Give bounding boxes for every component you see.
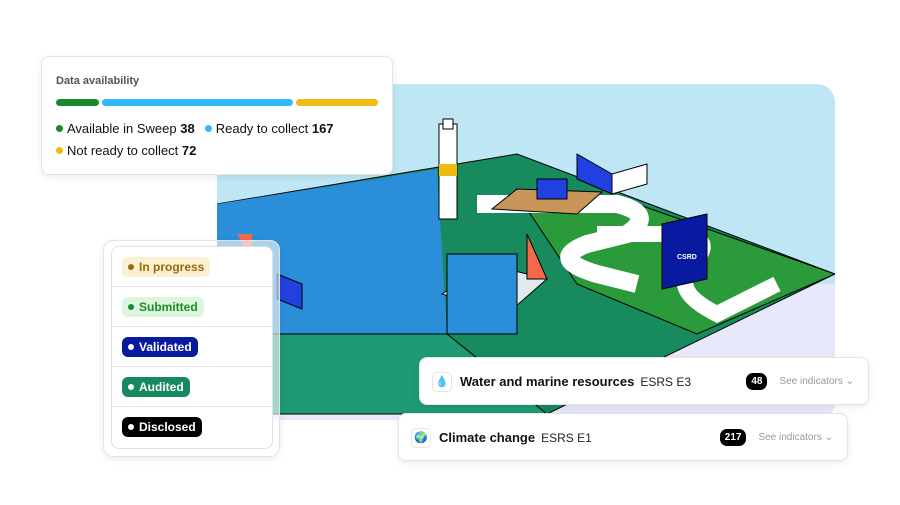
- legend-item: Not ready to collect 72: [56, 143, 196, 158]
- legend-dot: [56, 147, 63, 154]
- legend-dot: [56, 125, 63, 132]
- esrs-title: Climate change: [439, 430, 536, 445]
- status-label: Audited: [139, 379, 184, 394]
- status-dot-icon: [128, 343, 134, 350]
- status-dot-icon: [128, 383, 134, 390]
- availability-segment: [56, 99, 100, 106]
- availability-segment: [102, 99, 293, 106]
- see-indicators-label: See indicators: [758, 432, 822, 443]
- status-badge: Disclosed: [122, 417, 202, 437]
- status-label: Validated: [139, 339, 192, 354]
- legend-item: Available in Sweep 38: [56, 121, 195, 136]
- availability-bar: [56, 99, 378, 106]
- status-row[interactable]: Audited: [112, 367, 272, 407]
- availability-legend: Available in Sweep 38 Ready to collect 16…: [56, 118, 378, 162]
- status-row[interactable]: In progress: [112, 247, 272, 287]
- status-label: Disclosed: [139, 420, 196, 434]
- status-row[interactable]: Disclosed: [112, 407, 272, 447]
- legend-label: Available in Sweep: [67, 121, 177, 136]
- legend-label: Ready to collect: [215, 121, 309, 136]
- status-label: Submitted: [139, 299, 198, 314]
- legend-value: 72: [181, 143, 197, 158]
- csrd-flag: CSRD: [677, 254, 697, 261]
- chevron-down-icon: ⌄: [845, 376, 854, 387]
- status-badge: Validated: [122, 336, 198, 357]
- indicator-count-badge: 48: [746, 373, 768, 390]
- data-availability-card: Data availability Available in Sweep 38 R…: [41, 56, 393, 175]
- esrs-code: ESRS E3: [640, 374, 692, 389]
- legend-value: 38: [180, 121, 195, 136]
- legend-item: Ready to collect 167: [204, 121, 334, 136]
- card-title: Data availability: [56, 75, 140, 87]
- water-drop-icon: 💧: [432, 371, 452, 392]
- globe-icon: 🌍: [411, 427, 431, 448]
- legend-dot: [204, 125, 212, 132]
- indicator-count-badge: 217: [719, 429, 747, 446]
- see-indicators-label: See indicators: [779, 376, 843, 387]
- availability-segment: [295, 99, 378, 106]
- esrs-code: ESRS E1: [541, 430, 592, 445]
- chevron-down-icon: ⌄: [824, 432, 833, 443]
- legend-label: Not ready to collect: [67, 143, 179, 158]
- status-dot-icon: [128, 303, 134, 310]
- status-badge: Submitted: [122, 296, 204, 317]
- legend-value: 167: [311, 121, 334, 136]
- status-dot-icon: [128, 424, 134, 430]
- status-row[interactable]: Submitted: [112, 287, 272, 327]
- status-badge: In progress: [122, 256, 211, 277]
- esrs-title: Water and marine resources: [460, 374, 635, 389]
- see-indicators-link[interactable]: See indicators ⌄: [758, 432, 833, 443]
- esrs-card-water[interactable]: 💧 Water and marine resources ESRS E3 48 See …: [419, 357, 869, 405]
- status-dot-icon: [128, 263, 134, 270]
- status-badge: Audited: [122, 376, 190, 397]
- see-indicators-link[interactable]: See indicators ⌄: [779, 376, 854, 387]
- esrs-card-climate[interactable]: 🌍 Climate change ESRS E1 217 See indicators …: [398, 413, 848, 461]
- status-row[interactable]: Validated: [112, 327, 272, 367]
- status-label: In progress: [139, 259, 205, 274]
